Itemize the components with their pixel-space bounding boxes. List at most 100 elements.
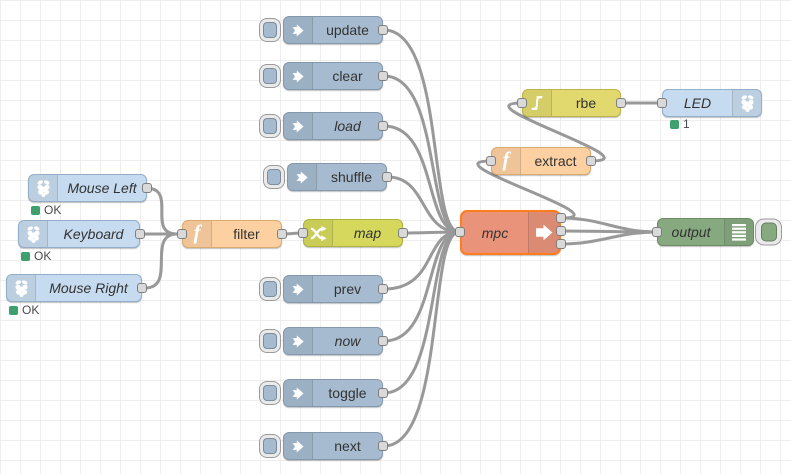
- arrow-right-icon: [528, 212, 559, 253]
- wire-next-to-mpc[interactable]: [382, 230, 461, 448]
- wire-mpc3-to-output[interactable]: [559, 230, 659, 246]
- status-led: 1: [670, 117, 690, 131]
- node-inject-toggle[interactable]: toggle: [259, 379, 388, 407]
- input-port[interactable]: [177, 229, 187, 239]
- hysteresis-icon: [523, 90, 552, 116]
- inject-button[interactable]: [259, 434, 281, 458]
- status-dot: [21, 251, 30, 261]
- inject-button[interactable]: [259, 329, 281, 353]
- status-text: OK: [34, 249, 52, 263]
- input-port[interactable]: [455, 227, 465, 237]
- output-port-2[interactable]: [556, 226, 566, 236]
- output-port[interactable]: [398, 228, 408, 238]
- node-inject-shuffle[interactable]: shuffle: [263, 163, 392, 191]
- input-port[interactable]: [657, 98, 667, 108]
- input-port[interactable]: [652, 227, 662, 237]
- input-port[interactable]: [298, 228, 308, 238]
- node-label: next: [334, 438, 361, 454]
- node-inject-clear[interactable]: clear: [259, 62, 388, 90]
- node-filter[interactable]: f filter: [177, 220, 287, 248]
- output-port[interactable]: [142, 183, 152, 193]
- node-inject-prev[interactable]: prev: [259, 275, 388, 303]
- node-inject-next[interactable]: next: [259, 432, 388, 460]
- inject-button[interactable]: [263, 165, 285, 189]
- node-label: mpc: [481, 224, 509, 241]
- node-map[interactable]: map: [298, 219, 408, 247]
- wire-mouse-right-to-filter[interactable]: [143, 232, 179, 290]
- inject-button[interactable]: [259, 381, 281, 405]
- wire-now-to-mpc[interactable]: [382, 230, 461, 343]
- wire-toggle-to-mpc[interactable]: [382, 230, 461, 395]
- node-label: rbe: [575, 95, 597, 111]
- input-port[interactable]: [517, 98, 527, 108]
- node-rbe[interactable]: rbe: [517, 89, 626, 117]
- status-text: OK: [44, 203, 62, 217]
- output-port[interactable]: [586, 156, 596, 166]
- output-port[interactable]: [378, 441, 388, 451]
- inject-arrow-icon: [284, 328, 313, 354]
- status-dot: [31, 205, 40, 215]
- node-keyboard[interactable]: Keyboard: [18, 220, 145, 248]
- inject-button[interactable]: [259, 64, 281, 88]
- node-output[interactable]: output: [652, 218, 782, 246]
- output-port[interactable]: [378, 25, 388, 35]
- status-mouse-right: OK: [9, 303, 39, 317]
- output-port[interactable]: [137, 283, 147, 293]
- output-port[interactable]: [382, 172, 392, 182]
- output-port[interactable]: [378, 388, 388, 398]
- wire-extract-to-rbe[interactable]: [507, 101, 606, 163]
- node-label: filter: [233, 226, 260, 242]
- node-label: load: [334, 118, 361, 134]
- inject-button[interactable]: [259, 114, 281, 138]
- debug-toggle-button[interactable]: [755, 218, 782, 246]
- inject-arrow-icon: [284, 433, 313, 459]
- output-port[interactable]: [378, 121, 388, 131]
- node-label: extract: [534, 153, 577, 169]
- node-label: map: [353, 225, 382, 241]
- wire-mpc-to-extract[interactable]: [476, 159, 576, 220]
- node-label: output: [671, 224, 711, 240]
- node-label: Mouse Left: [67, 180, 137, 196]
- node-inject-update[interactable]: update: [259, 16, 388, 44]
- inject-button[interactable]: [259, 18, 281, 42]
- node-led[interactable]: LED: [657, 89, 762, 117]
- inject-arrow-icon: [288, 164, 317, 190]
- inject-arrow-icon: [284, 17, 313, 43]
- output-port-1[interactable]: [556, 213, 566, 223]
- wire-shuffle-to-mpc[interactable]: [386, 175, 461, 234]
- wire-clear-to-mpc[interactable]: [382, 74, 461, 234]
- wire-update-to-mpc[interactable]: [382, 28, 461, 234]
- output-port[interactable]: [135, 229, 145, 239]
- function-icon: f: [492, 148, 521, 174]
- function-icon: f: [183, 221, 212, 247]
- inject-arrow-icon: [284, 63, 313, 89]
- inject-arrow-icon: [284, 276, 313, 302]
- inject-arrow-icon: [284, 113, 313, 139]
- node-label: LED: [683, 95, 712, 111]
- node-inject-now[interactable]: now: [259, 327, 388, 355]
- status-text: 1: [683, 117, 690, 131]
- input-port[interactable]: [486, 156, 496, 166]
- inject-button[interactable]: [259, 277, 281, 301]
- node-mpc[interactable]: mpc: [455, 210, 566, 255]
- output-port[interactable]: [378, 284, 388, 294]
- node-label: shuffle: [331, 169, 372, 185]
- node-label: Keyboard: [63, 226, 124, 242]
- node-label: Mouse Right: [49, 280, 128, 296]
- node-extract[interactable]: f extract: [486, 147, 596, 175]
- node-mouse-right[interactable]: Mouse Right: [6, 274, 147, 302]
- node-inject-load[interactable]: load: [259, 112, 388, 140]
- raspberry-pi-icon: [19, 221, 48, 247]
- node-label: now: [334, 333, 361, 349]
- node-mouse-left[interactable]: Mouse Left: [28, 174, 152, 202]
- output-port[interactable]: [616, 98, 626, 108]
- shuffle-icon: [304, 220, 333, 246]
- wire-mouse-left-to-filter[interactable]: [144, 186, 179, 236]
- output-port[interactable]: [378, 336, 388, 346]
- output-port[interactable]: [378, 71, 388, 81]
- wire-load-to-mpc[interactable]: [382, 124, 461, 234]
- raspberry-pi-icon: [7, 275, 36, 301]
- output-port[interactable]: [277, 229, 287, 239]
- output-port-3[interactable]: [556, 239, 566, 249]
